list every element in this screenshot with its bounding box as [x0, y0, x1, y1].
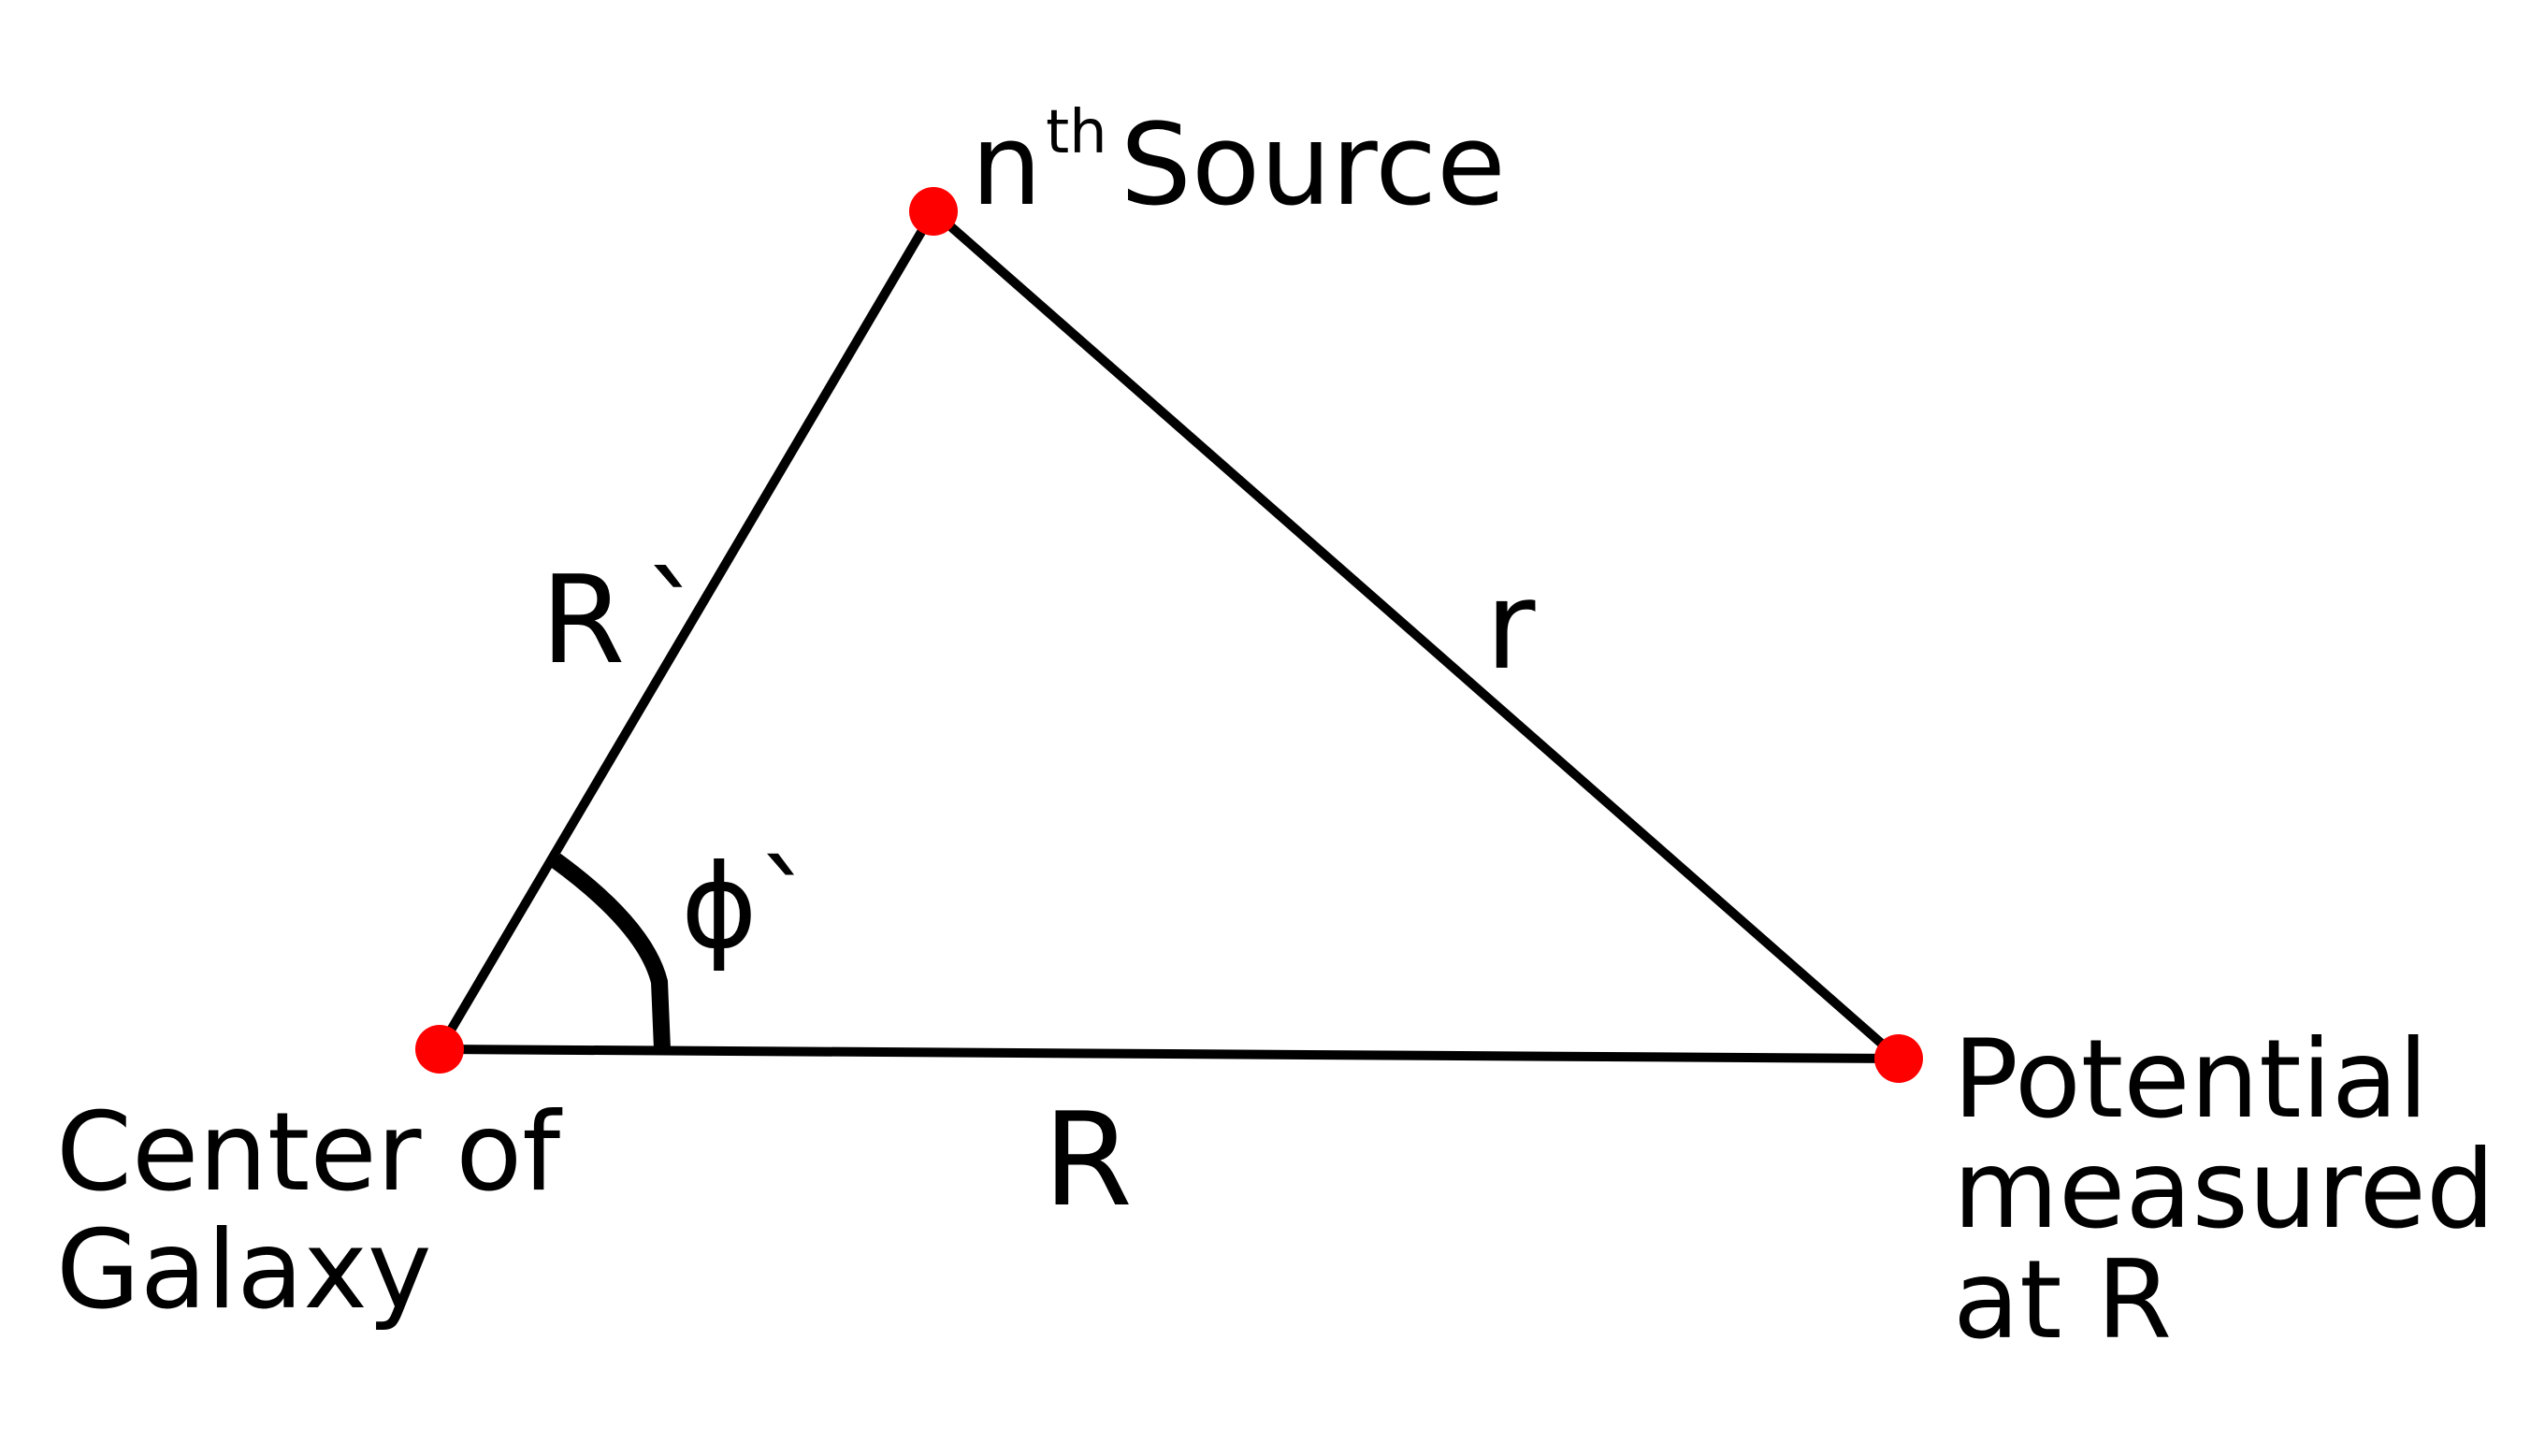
center-label-line-2: Galaxy	[56, 1207, 432, 1333]
angle-label: ϕ`	[681, 840, 816, 974]
center-label-line-1: Center of	[56, 1089, 561, 1216]
source-point	[909, 187, 958, 236]
potential-label-line-1: Potential	[1953, 1016, 2429, 1143]
potential-point	[1874, 1034, 1923, 1083]
potential-label-line-3: at R	[1953, 1237, 2173, 1363]
edge-label-r: r	[1485, 555, 1536, 697]
source-label-rest: Source	[1120, 101, 1506, 231]
edge-label-big-r: R	[1043, 1085, 1133, 1235]
center-label: Center of Galaxy	[56, 1094, 560, 1330]
angle-arc	[550, 853, 671, 1050]
source-label-sup: th	[1046, 98, 1107, 167]
potential-label-line-2: measured	[1953, 1127, 2495, 1253]
edge-center-to-potential	[435, 1045, 1903, 1063]
edge-label-r-prime: R`	[541, 549, 724, 691]
source-label-base: n	[971, 101, 1043, 231]
edge-center-to-source	[435, 207, 938, 1054]
center-point	[415, 1025, 464, 1074]
edge-source-to-potential	[929, 207, 1903, 1063]
potential-label: Potential measured at R	[1953, 1025, 2495, 1356]
